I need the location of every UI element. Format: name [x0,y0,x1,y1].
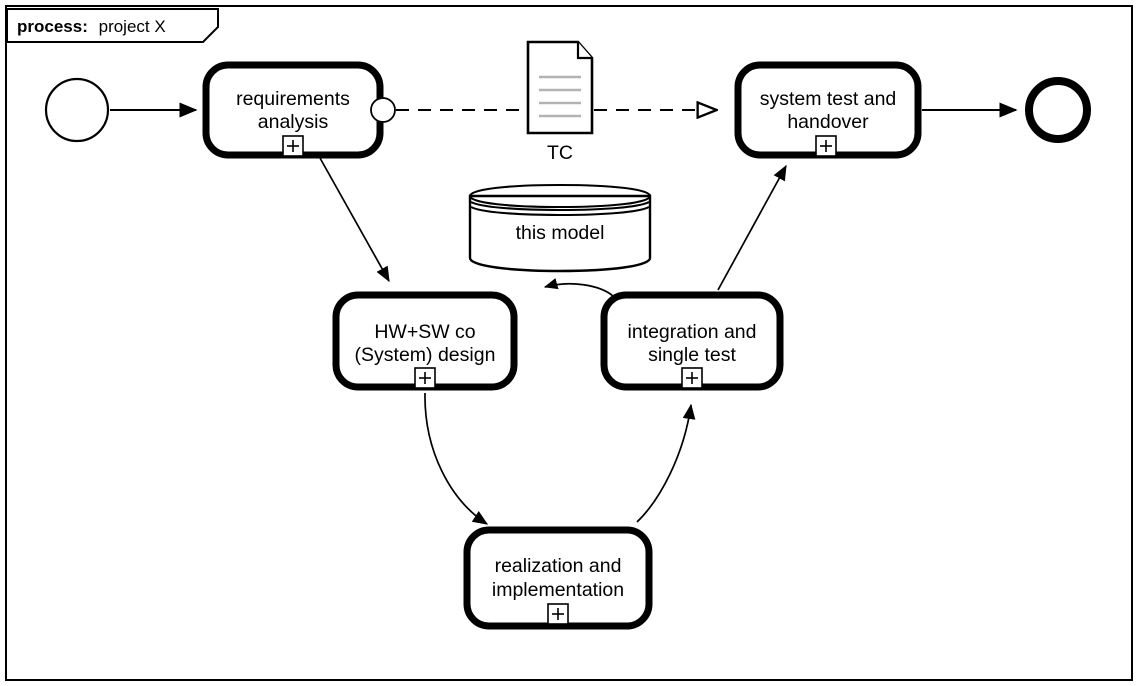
start-event[interactable] [44,77,110,143]
sub-process-plus-icon[interactable] [815,135,837,157]
process-label: process: project X [17,17,166,36]
data-store-top-ellipse [468,183,652,209]
task-shape [463,526,653,630]
task-label-line1: requirements [236,88,350,110]
task-label-line1: integration and [627,321,756,343]
task-label-line2: implementation [492,579,624,601]
sub-process-plus-icon[interactable] [547,603,569,625]
task-label-line1: HW+SW co [374,321,475,343]
process-label-tab[interactable] [6,8,219,43]
task-integration-and-single-test[interactable]: integration and single test [600,291,784,391]
document-label: TC [547,142,573,164]
task-label-line2: single test [648,344,736,366]
task-label-line2: handover [787,111,869,133]
flow-integration-to-design [543,278,614,297]
flow-design-to-realization [424,392,489,525]
data-store-label: this model [516,222,605,244]
data-store-stack-line [470,201,650,212]
task-system-test-and-handover[interactable]: system test and handover [734,61,922,159]
intermediate-event[interactable] [370,97,396,123]
end-event[interactable] [1025,77,1091,143]
task-hw-sw-co-system-design[interactable]: HW+SW co (System) design [332,291,518,391]
task-requirements-analysis[interactable]: requirements analysis [202,61,384,159]
task-label-line2: analysis [258,111,329,133]
sub-process-plus-icon[interactable] [681,367,703,389]
sub-process-plus-icon[interactable] [282,135,304,157]
process-label-prefix: process: [17,17,88,36]
task-label-line1: system test and [760,88,897,110]
data-store-stack-line [470,206,650,217]
document-fold-icon [576,42,592,60]
flow-realization-to-integration [636,403,696,523]
task-realization-and-implementation[interactable]: realization and implementation [463,526,653,630]
document-artifact-tc[interactable]: TC [526,40,594,164]
sub-process-plus-icon[interactable] [414,367,436,389]
document-icon [526,40,594,135]
data-store-this-model[interactable]: this model [468,183,652,273]
task-label-line1: realization and [495,555,622,577]
task-label-line2: (System) design [355,344,496,366]
flow-integration-to-system-test [717,164,787,291]
process-label-value: project X [99,17,166,36]
flow-requirements-to-design [319,157,390,283]
